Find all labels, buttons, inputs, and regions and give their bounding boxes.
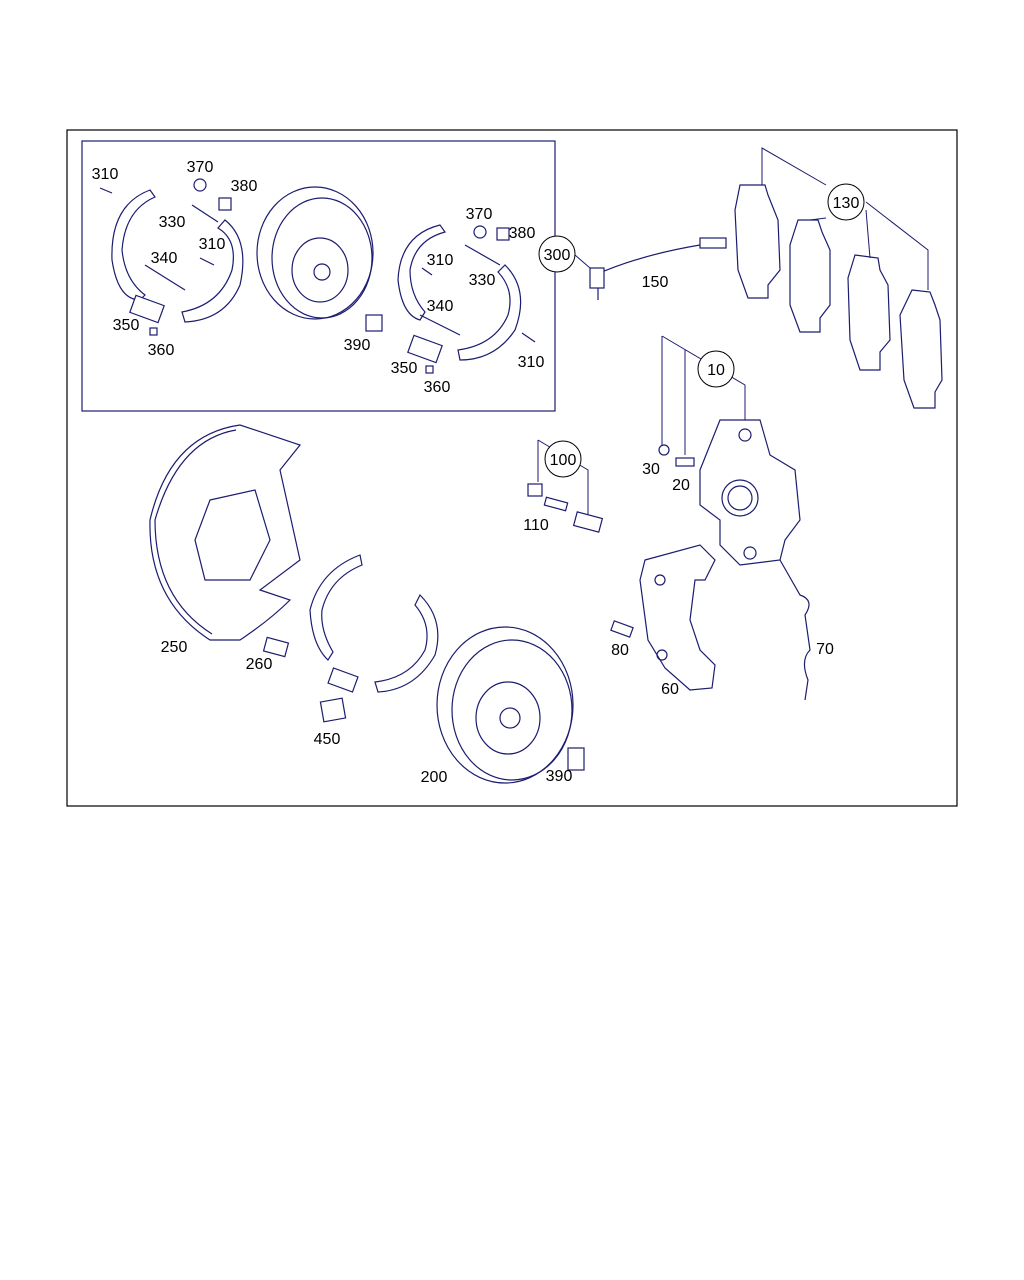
brake-shoes-lower [309, 554, 439, 723]
part-label: 390 [546, 768, 573, 785]
part-label: 70 [816, 641, 834, 658]
part-label: 310 [92, 166, 119, 183]
group-label-300: 300 [544, 247, 571, 264]
part-label: 380 [509, 225, 536, 242]
part-label: 310 [199, 236, 226, 253]
part-label: 360 [148, 342, 175, 359]
part-label: 370 [187, 159, 214, 176]
part-label: 350 [391, 360, 418, 377]
part-label: 80 [611, 642, 629, 659]
part-label: 350 [113, 317, 140, 334]
part-label: 310 [518, 354, 545, 371]
group-label-10: 10 [707, 362, 725, 379]
group-circle-130 [827, 183, 865, 221]
part-labels: 310 370 380 330 310 340 350 360 390 370 … [92, 159, 834, 786]
group-circle-100 [544, 440, 582, 478]
backing-plate [149, 424, 302, 658]
group-callouts: 300 130 10 100 [538, 183, 865, 478]
part-label: 60 [661, 681, 679, 698]
brake-pads [734, 147, 943, 409]
part-label: 200 [421, 769, 448, 786]
part-label: 20 [672, 477, 690, 494]
group-label-100: 100 [550, 452, 577, 469]
part-label: 150 [642, 274, 669, 291]
brake-disc-bottom [436, 626, 585, 784]
guide-pins [527, 439, 604, 533]
diagram-frame [66, 129, 958, 807]
part-label: 310 [427, 252, 454, 269]
brake-disc-top [256, 186, 374, 320]
part-label: 250 [161, 639, 188, 656]
group-circle-10 [697, 350, 735, 388]
group-circle-300 [538, 235, 576, 273]
part-label: 450 [314, 731, 341, 748]
parking-brake-kit-box [81, 140, 556, 412]
part-label: 260 [246, 656, 273, 673]
part-label: 110 [523, 517, 549, 534]
part-label: 340 [427, 298, 454, 315]
part-label: 370 [466, 206, 493, 223]
part-label: 330 [159, 214, 186, 231]
part-label: 30 [642, 461, 660, 478]
part-label: 360 [424, 379, 451, 396]
group-label-130: 130 [833, 195, 860, 212]
wear-sensor [574, 237, 727, 300]
hardware-small-parts [99, 178, 536, 374]
part-label: 330 [469, 272, 496, 289]
caliper-carrier [610, 544, 716, 691]
part-label: 380 [231, 178, 258, 195]
part-label: 390 [344, 337, 371, 354]
spring-clip [779, 559, 811, 701]
part-label: 340 [151, 250, 178, 267]
